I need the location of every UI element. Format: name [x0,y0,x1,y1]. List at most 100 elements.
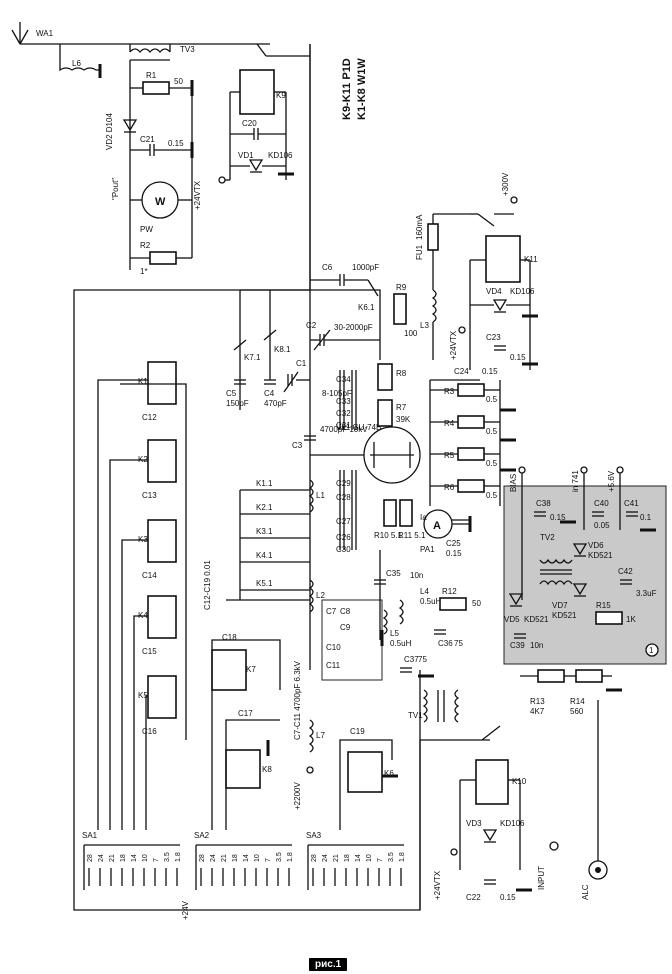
label-k1: K1 [138,377,148,386]
band-label-1-24: 24 [98,854,105,862]
label-r4: R4 [444,419,455,428]
label-c21: C21 [140,135,155,144]
value-c42: 3.3uF [636,589,657,598]
label-r11: R11 5.1 [398,531,426,540]
value-r2: 1* [140,267,148,276]
resistor-r15 [595,611,623,625]
ammeter-symbol: A [433,520,441,532]
value-vd6: KD521 [588,551,613,560]
supply-300v: +300V [501,172,510,196]
sa1-relay-wires [97,379,187,830]
label-r6: R6 [444,483,455,492]
band-label-3-7: 7 [377,858,384,862]
inductor-l1 [308,479,314,513]
resistor-r2 [149,251,177,265]
resistor-r5 [457,447,485,461]
label-alc: ALC [581,884,590,900]
label-l3: L3 [420,321,429,330]
resistor-r10 [383,499,397,527]
label-k9: K9 [276,91,286,100]
label-c11: C11 [326,661,341,670]
diode-vd6 [572,543,588,556]
contact-k7-1: K7.1 [244,353,261,362]
label-k7: K7 [246,665,256,674]
relay-k5 [147,675,177,719]
relay-note-1: K9-K11 P1D [341,58,353,120]
label-l5: L5 [390,629,399,638]
label-c2: C2 [306,321,317,330]
label-ia: Ia [420,513,427,522]
band-label-1-1.8: 1.8 [175,852,182,862]
transformer-tv2 [539,558,573,586]
value-c40: 0.05 [594,521,610,530]
cap-bank-c26-c30 [339,470,357,550]
contact-k5-1: K5.1 [256,579,273,588]
diode-vd5 [508,593,524,606]
value-c35: 10n [410,571,423,580]
label-r15: R15 [596,601,611,610]
label-sa3: SA3 [306,831,322,840]
value-c25: 0.15 [446,549,462,558]
contact-k4-1: K4.1 [256,551,273,560]
value-c1: 8-105pF [322,389,352,398]
resistor-r13 [537,669,565,683]
label-vd1: VD1 [238,151,254,160]
label-c18: C18 [222,633,237,642]
label-k8: K8 [262,765,272,774]
label-c40: C40 [594,499,609,508]
label-c6: C6 [322,263,333,272]
relay-k7 [211,649,247,691]
band-label-1-14: 14 [131,854,138,862]
relay-k8 [225,749,261,789]
band-label-1-3.5: 3.5 [164,852,171,862]
label-vd4: VD4 [486,287,502,296]
label-c9: C9 [340,623,351,632]
band-label-1-18: 18 [120,854,127,862]
value-c36: 75 [454,639,463,648]
label-c1: C1 [296,359,307,368]
label-c16: C16 [142,727,157,736]
band-label-3-24: 24 [322,854,329,862]
label-k11: K11 [524,255,538,264]
label-c35: C35 [386,569,401,578]
resistor-r11 [399,499,413,527]
resistor-r6 [457,479,485,493]
label-c23: C23 [486,333,501,342]
resistor-r12 [439,597,467,611]
label-vd2: VD2 D104 [105,113,114,150]
label-r13: R13 [530,697,545,706]
label-c33: C33 [336,397,351,406]
band-label-2-3.5: 3.5 [276,852,283,862]
module-marker [645,643,659,657]
value-c22: 0.15 [500,893,516,902]
label-c5: C5 [226,389,237,398]
diode-vd7 [572,583,588,596]
value-c2: 30-2000pF [334,323,373,332]
label-tv2: TV2 [540,533,555,542]
label-c25: C25 [446,539,461,548]
value-r1: 50 [174,77,183,86]
value-r4: 0.5 [486,427,498,436]
label-r7: R7 [396,403,407,412]
relay-note-2: K1-K8 W1W [356,58,368,120]
value-r12: 50 [472,599,481,608]
label-sa2: SA2 [194,831,210,840]
antenna-label: WA1 [36,29,54,38]
band-label-3-18: 18 [344,854,351,862]
diode-vd1 [248,159,264,172]
label-r10: R10 5.1 [374,531,403,540]
label-l6: L6 [72,59,81,68]
transformer-tv1 [422,689,460,723]
value-r14: 560 [570,707,584,716]
supply-24v: +24V [181,900,190,920]
band-label-1-21: 21 [109,854,116,862]
label-c14: C14 [142,571,157,580]
resistor-r3 [457,383,485,397]
value-c5: 150pF [226,399,249,408]
label-l7: L7 [316,731,325,740]
label-l4: L4 [420,587,429,596]
label-sa1: SA1 [82,831,98,840]
relay-k1 [147,361,177,405]
resistor-r14 [575,669,603,683]
